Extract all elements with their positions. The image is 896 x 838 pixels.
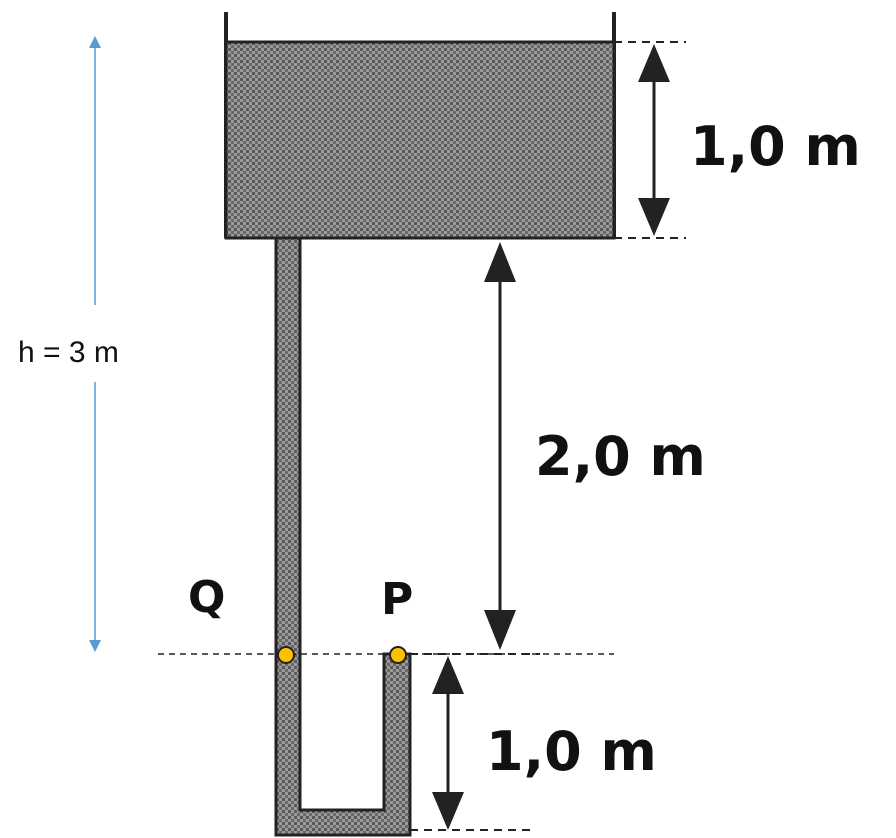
tank-depth-arrow [638, 44, 670, 236]
u-depth-guides [410, 653, 540, 831]
total-height-label: h = 3 m [18, 336, 119, 369]
total-height-arrow [89, 36, 101, 652]
u-tube [274, 236, 412, 837]
point-q-label: Q [188, 572, 225, 623]
tank-depth-label: 1,0 m [690, 115, 861, 178]
tank-fluid [224, 40, 616, 240]
tank-dimension-guides [614, 41, 686, 239]
point-p-label: P [381, 574, 413, 625]
u-depth-label: 1,0 m [486, 720, 657, 783]
tank [224, 12, 616, 240]
u-depth-arrow [432, 656, 464, 830]
gap-height-arrow [484, 242, 516, 650]
gap-height-label: 2,0 m [535, 425, 706, 488]
point-p-marker [389, 646, 407, 664]
point-q-marker [277, 646, 295, 664]
